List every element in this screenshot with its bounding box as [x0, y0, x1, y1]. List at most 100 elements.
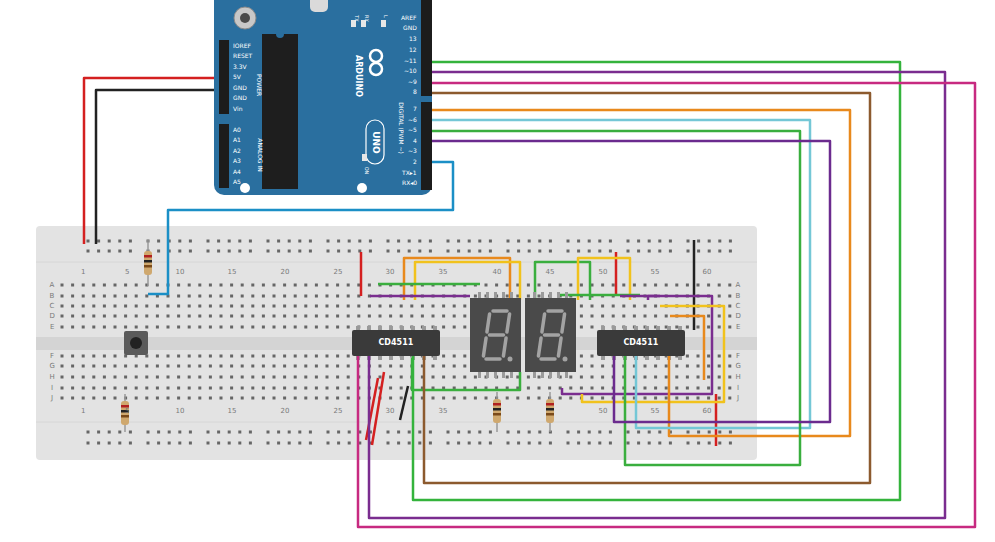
seven-segment-display [525, 298, 576, 372]
breadboard-holes [397, 442, 400, 445]
pin-label: DIGITAL (PWM ~) [398, 102, 404, 154]
breadboard-holes [644, 387, 647, 390]
breadboard-holes [658, 250, 661, 253]
breadboard-holes [277, 431, 280, 434]
breadboard-holes [368, 305, 371, 308]
breadboard-holes [61, 295, 64, 298]
breadboard-holes [217, 442, 220, 445]
breadboard-holes [389, 397, 392, 400]
breadboard-holes [145, 376, 148, 379]
column-number: 50 [599, 408, 608, 415]
breadboard-holes [348, 442, 351, 445]
breadboard-holes [207, 240, 210, 243]
breadboard-holes [337, 240, 340, 243]
breadboard-holes [124, 365, 127, 368]
breadboard-holes [718, 326, 721, 329]
breadboard-holes [507, 250, 510, 253]
breadboard-holes [326, 326, 329, 329]
breadboard-holes [538, 397, 541, 400]
breadboard-holes [241, 295, 244, 298]
breadboard-holes [267, 431, 270, 434]
breadboard-holes [178, 250, 181, 253]
breadboard-holes [304, 376, 307, 379]
breadboard-holes [61, 387, 64, 390]
breadboard-holes [408, 431, 411, 434]
breadboard-holes [567, 442, 570, 445]
breadboard-holes [167, 397, 170, 400]
breadboard-holes [474, 376, 477, 379]
resistor-symbol [121, 240, 554, 432]
breadboard-holes [410, 315, 413, 318]
board-logo-text: UNO [370, 131, 379, 154]
ic-chip: CD4511 [597, 330, 685, 356]
breadboard-holes [687, 442, 690, 445]
breadboard-holes [209, 305, 212, 308]
breadboard-holes [294, 365, 297, 368]
column-number: 25 [334, 408, 343, 415]
breadboard-holes [238, 442, 241, 445]
breadboard-holes [82, 355, 85, 358]
breadboard-holes [675, 387, 678, 390]
breadboard-holes [468, 250, 471, 253]
breadboard-holes [304, 295, 307, 298]
breadboard-holes [283, 305, 286, 308]
breadboard-holes [327, 240, 330, 243]
breadboard-holes [489, 442, 492, 445]
breadboard-holes [637, 442, 640, 445]
breadboard-holes [633, 305, 636, 308]
breadboard-holes [326, 284, 329, 287]
breadboard-holes [220, 295, 223, 298]
pin-label: 8 [413, 89, 417, 95]
breadboard-holes [421, 315, 424, 318]
breadboard-holes [273, 397, 276, 400]
breadboard-holes [304, 326, 307, 329]
breadboard-holes [654, 315, 657, 318]
breadboard-holes [601, 397, 604, 400]
breadboard-holes [697, 376, 700, 379]
seven-segment-display [563, 357, 568, 362]
power-wire [360, 252, 363, 296]
seven-segment-display [541, 372, 544, 378]
breadboard-holes [357, 315, 360, 318]
chip-label: CD4511 [379, 339, 414, 347]
breadboard-holes [228, 431, 231, 434]
breadboard-holes [273, 355, 276, 358]
breadboard-holes [601, 387, 604, 390]
breadboard-holes [124, 284, 127, 287]
breadboard-holes [729, 442, 732, 445]
signal-wire [413, 62, 900, 500]
breadboard-holes [167, 355, 170, 358]
breadboard-holes [528, 442, 531, 445]
breadboard-holes [315, 376, 318, 379]
breadboard-holes [588, 442, 591, 445]
breadboard-holes [262, 305, 265, 308]
breadboard-holes [687, 250, 690, 253]
seven-segment-display [494, 292, 497, 298]
signal-wire [432, 141, 830, 422]
row-letter: G [736, 363, 741, 370]
breadboard-holes [157, 442, 160, 445]
breadboard-holes [309, 250, 312, 253]
signal-wire [369, 72, 945, 518]
breadboard-holes [326, 387, 329, 390]
row-letter: H [736, 374, 741, 381]
breadboard-holes [591, 387, 594, 390]
breadboard-holes [217, 250, 220, 253]
breadboard-holes [114, 295, 117, 298]
breadboard-holes [669, 442, 672, 445]
pin-label: 3.3V [233, 64, 247, 70]
breadboard-holes [453, 326, 456, 329]
breadboard-holes [559, 397, 562, 400]
breadboard-holes [591, 355, 594, 358]
breadboard-holes [598, 442, 601, 445]
row-letter: B [736, 293, 741, 300]
breadboard-holes [457, 442, 460, 445]
breadboard-holes [516, 397, 519, 400]
breadboard-holes [198, 397, 201, 400]
breadboard-holes [157, 250, 160, 253]
breadboard-holes [347, 284, 350, 287]
breadboard-holes [61, 365, 64, 368]
seven-segment-display [533, 372, 536, 378]
breadboard-holes [627, 442, 630, 445]
column-number: 15 [228, 408, 237, 415]
